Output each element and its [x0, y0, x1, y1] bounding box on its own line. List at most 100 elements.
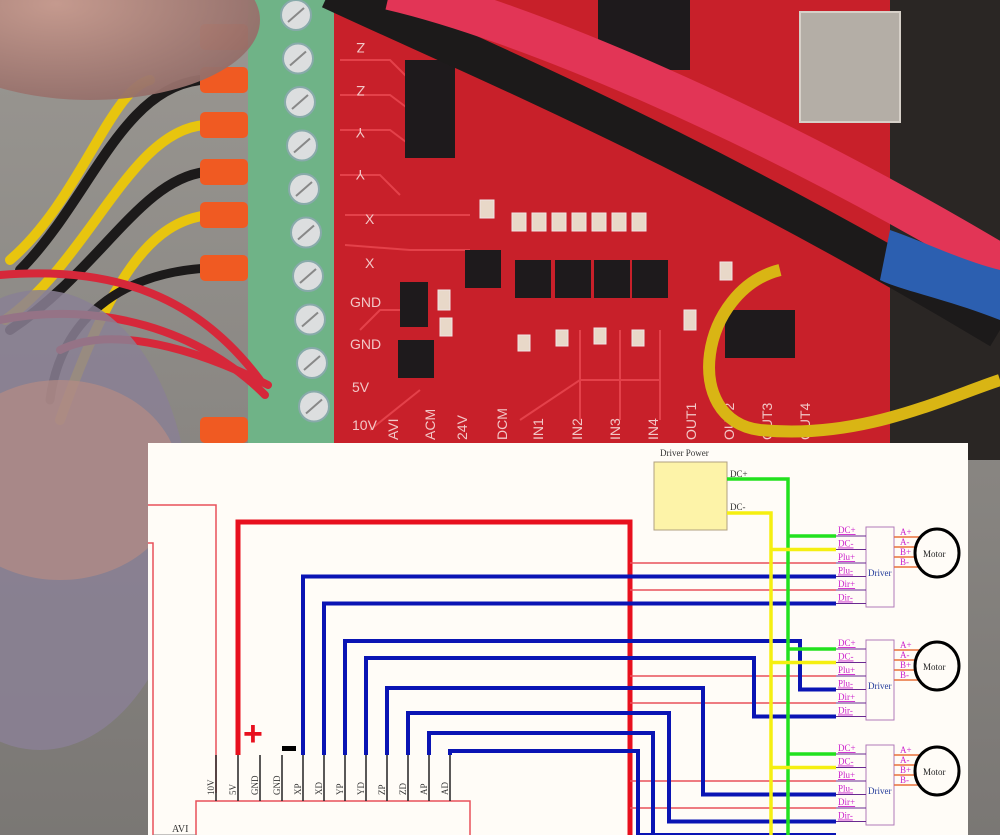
- ic-chip: [405, 60, 455, 158]
- screw-slot: [303, 355, 321, 371]
- ferrule: [200, 112, 248, 138]
- pin-label-10v: 10V: [206, 779, 216, 795]
- avi-label: AVI: [172, 824, 188, 835]
- pin-label-yd: YD: [356, 782, 366, 795]
- motor-label: Motor: [923, 549, 946, 559]
- driver-group: DriverDC+DC-Plu+Plu-Dir+Dir-A+A-B+B-Moto…: [836, 525, 961, 826]
- fuse-component: [398, 340, 434, 378]
- pin-label-xd: XD: [314, 782, 324, 795]
- driver-output-label: B+: [900, 660, 911, 670]
- signal-wire-zd: [406, 711, 836, 824]
- terminal-screws: [280, 0, 330, 423]
- signal-wire-xp: [301, 574, 836, 755]
- driver-input-label: DC+: [838, 525, 856, 535]
- driver-output-label: B-: [900, 775, 909, 785]
- pin-label-zd: ZD: [398, 783, 408, 795]
- pin-label-ad: AD: [440, 782, 450, 795]
- ferrule: [200, 255, 248, 281]
- screw-slot: [293, 137, 311, 154]
- driver-box: [865, 639, 895, 721]
- signal-wire-ad: [448, 749, 836, 835]
- driver-output-label: A+: [900, 745, 912, 755]
- dc-plus-bus: [727, 477, 790, 835]
- driver-label: Driver: [868, 681, 892, 691]
- driver-power-box: [653, 461, 728, 531]
- driver-box: [865, 526, 895, 608]
- driver-input-label: DC-: [838, 652, 854, 662]
- red-cable: [385, 0, 1000, 288]
- label-y: Y: [355, 167, 365, 183]
- yellow-green-ground-wire: [703, 264, 1000, 438]
- driver-input-label: DC+: [838, 638, 856, 648]
- driver-output-label: A-: [900, 755, 910, 765]
- ferrule: [200, 417, 248, 443]
- driver-input-label: Dir-: [838, 593, 853, 603]
- pin-label-5v: 5V: [228, 784, 238, 796]
- label-in1: IN1: [530, 418, 546, 440]
- label-acm: ACM: [422, 409, 438, 440]
- driver-input-label: DC+: [838, 743, 856, 753]
- label-z: Z: [356, 40, 365, 56]
- terminal-labels: Z Z Y Y X X GND GND 5V 10V: [350, 40, 381, 433]
- driver-output-label: A+: [900, 527, 912, 537]
- label-10v: 10V: [352, 417, 378, 433]
- screw-slot: [295, 181, 313, 197]
- driver-input-label: Plu+: [838, 770, 855, 780]
- driver-input-label: Dir+: [838, 692, 855, 702]
- motor-circle: [913, 640, 961, 692]
- screw-slot: [301, 311, 319, 328]
- label-y: Y: [355, 125, 365, 141]
- driver-output-label: B+: [900, 547, 911, 557]
- ferrule: [200, 159, 248, 185]
- label-gnd: GND: [350, 294, 381, 310]
- motor-label: Motor: [923, 767, 946, 777]
- optocoupler: [632, 260, 668, 298]
- driver-label: Driver: [868, 786, 892, 796]
- wiring-diagram-svg: AVI Driver Power DC+ DC- DriverDC+DC-Plu…: [148, 448, 961, 835]
- driver-output-label: A-: [900, 537, 910, 547]
- driver-1: DriverDC+DC-Plu+Plu-Dir+Dir-A+A-B+B-Moto…: [836, 525, 961, 608]
- label-5v: 5V: [352, 379, 370, 395]
- driver-output-label: B-: [900, 557, 909, 567]
- label-in3: IN3: [607, 418, 623, 440]
- optocoupler: [515, 260, 551, 298]
- driver-output-label: A-: [900, 650, 910, 660]
- driver-input-label: Dir+: [838, 797, 855, 807]
- driver-power-title: Driver Power: [660, 448, 709, 458]
- motor-label: Motor: [923, 662, 946, 672]
- label-24v: 24V: [454, 414, 470, 440]
- label-z: Z: [356, 83, 365, 99]
- label-out1: OUT1: [683, 402, 699, 440]
- signal-wire-ap: [427, 731, 836, 835]
- avi-wire: [148, 542, 154, 835]
- usb-b-connector: [799, 11, 901, 123]
- screw-slot: [297, 224, 315, 241]
- minus-symbol: [282, 746, 296, 751]
- pin-label-gnd: GND: [250, 775, 260, 795]
- label-in4: IN4: [645, 418, 661, 440]
- blue-wire: [880, 230, 1000, 320]
- signal-wire-yd: [364, 656, 836, 755]
- driver-label: Driver: [868, 568, 892, 578]
- diode: [400, 282, 428, 327]
- label-x: X: [365, 211, 375, 227]
- pin-label-yp: YP: [335, 783, 345, 795]
- label-x: X: [365, 255, 375, 271]
- dc-minus-bus: [727, 511, 773, 835]
- screw-slot: [291, 94, 309, 110]
- dc-plus-label: DC+: [730, 469, 748, 479]
- driver-input-label: DC-: [838, 539, 854, 549]
- dc-minus-label: DC-: [730, 502, 746, 512]
- finger-top: [0, 0, 260, 100]
- optocoupler: [465, 250, 501, 288]
- label-gnd: GND: [350, 336, 381, 352]
- pin-label-gnd: GND: [272, 775, 282, 795]
- driver-input-label: Dir-: [838, 811, 853, 821]
- driver-input-label: Dir-: [838, 706, 853, 716]
- signal-wire-yp: [343, 639, 836, 755]
- screw-slot: [305, 398, 323, 415]
- positive-signal-wires: [630, 562, 836, 809]
- pin-label-xp: XP: [293, 783, 303, 795]
